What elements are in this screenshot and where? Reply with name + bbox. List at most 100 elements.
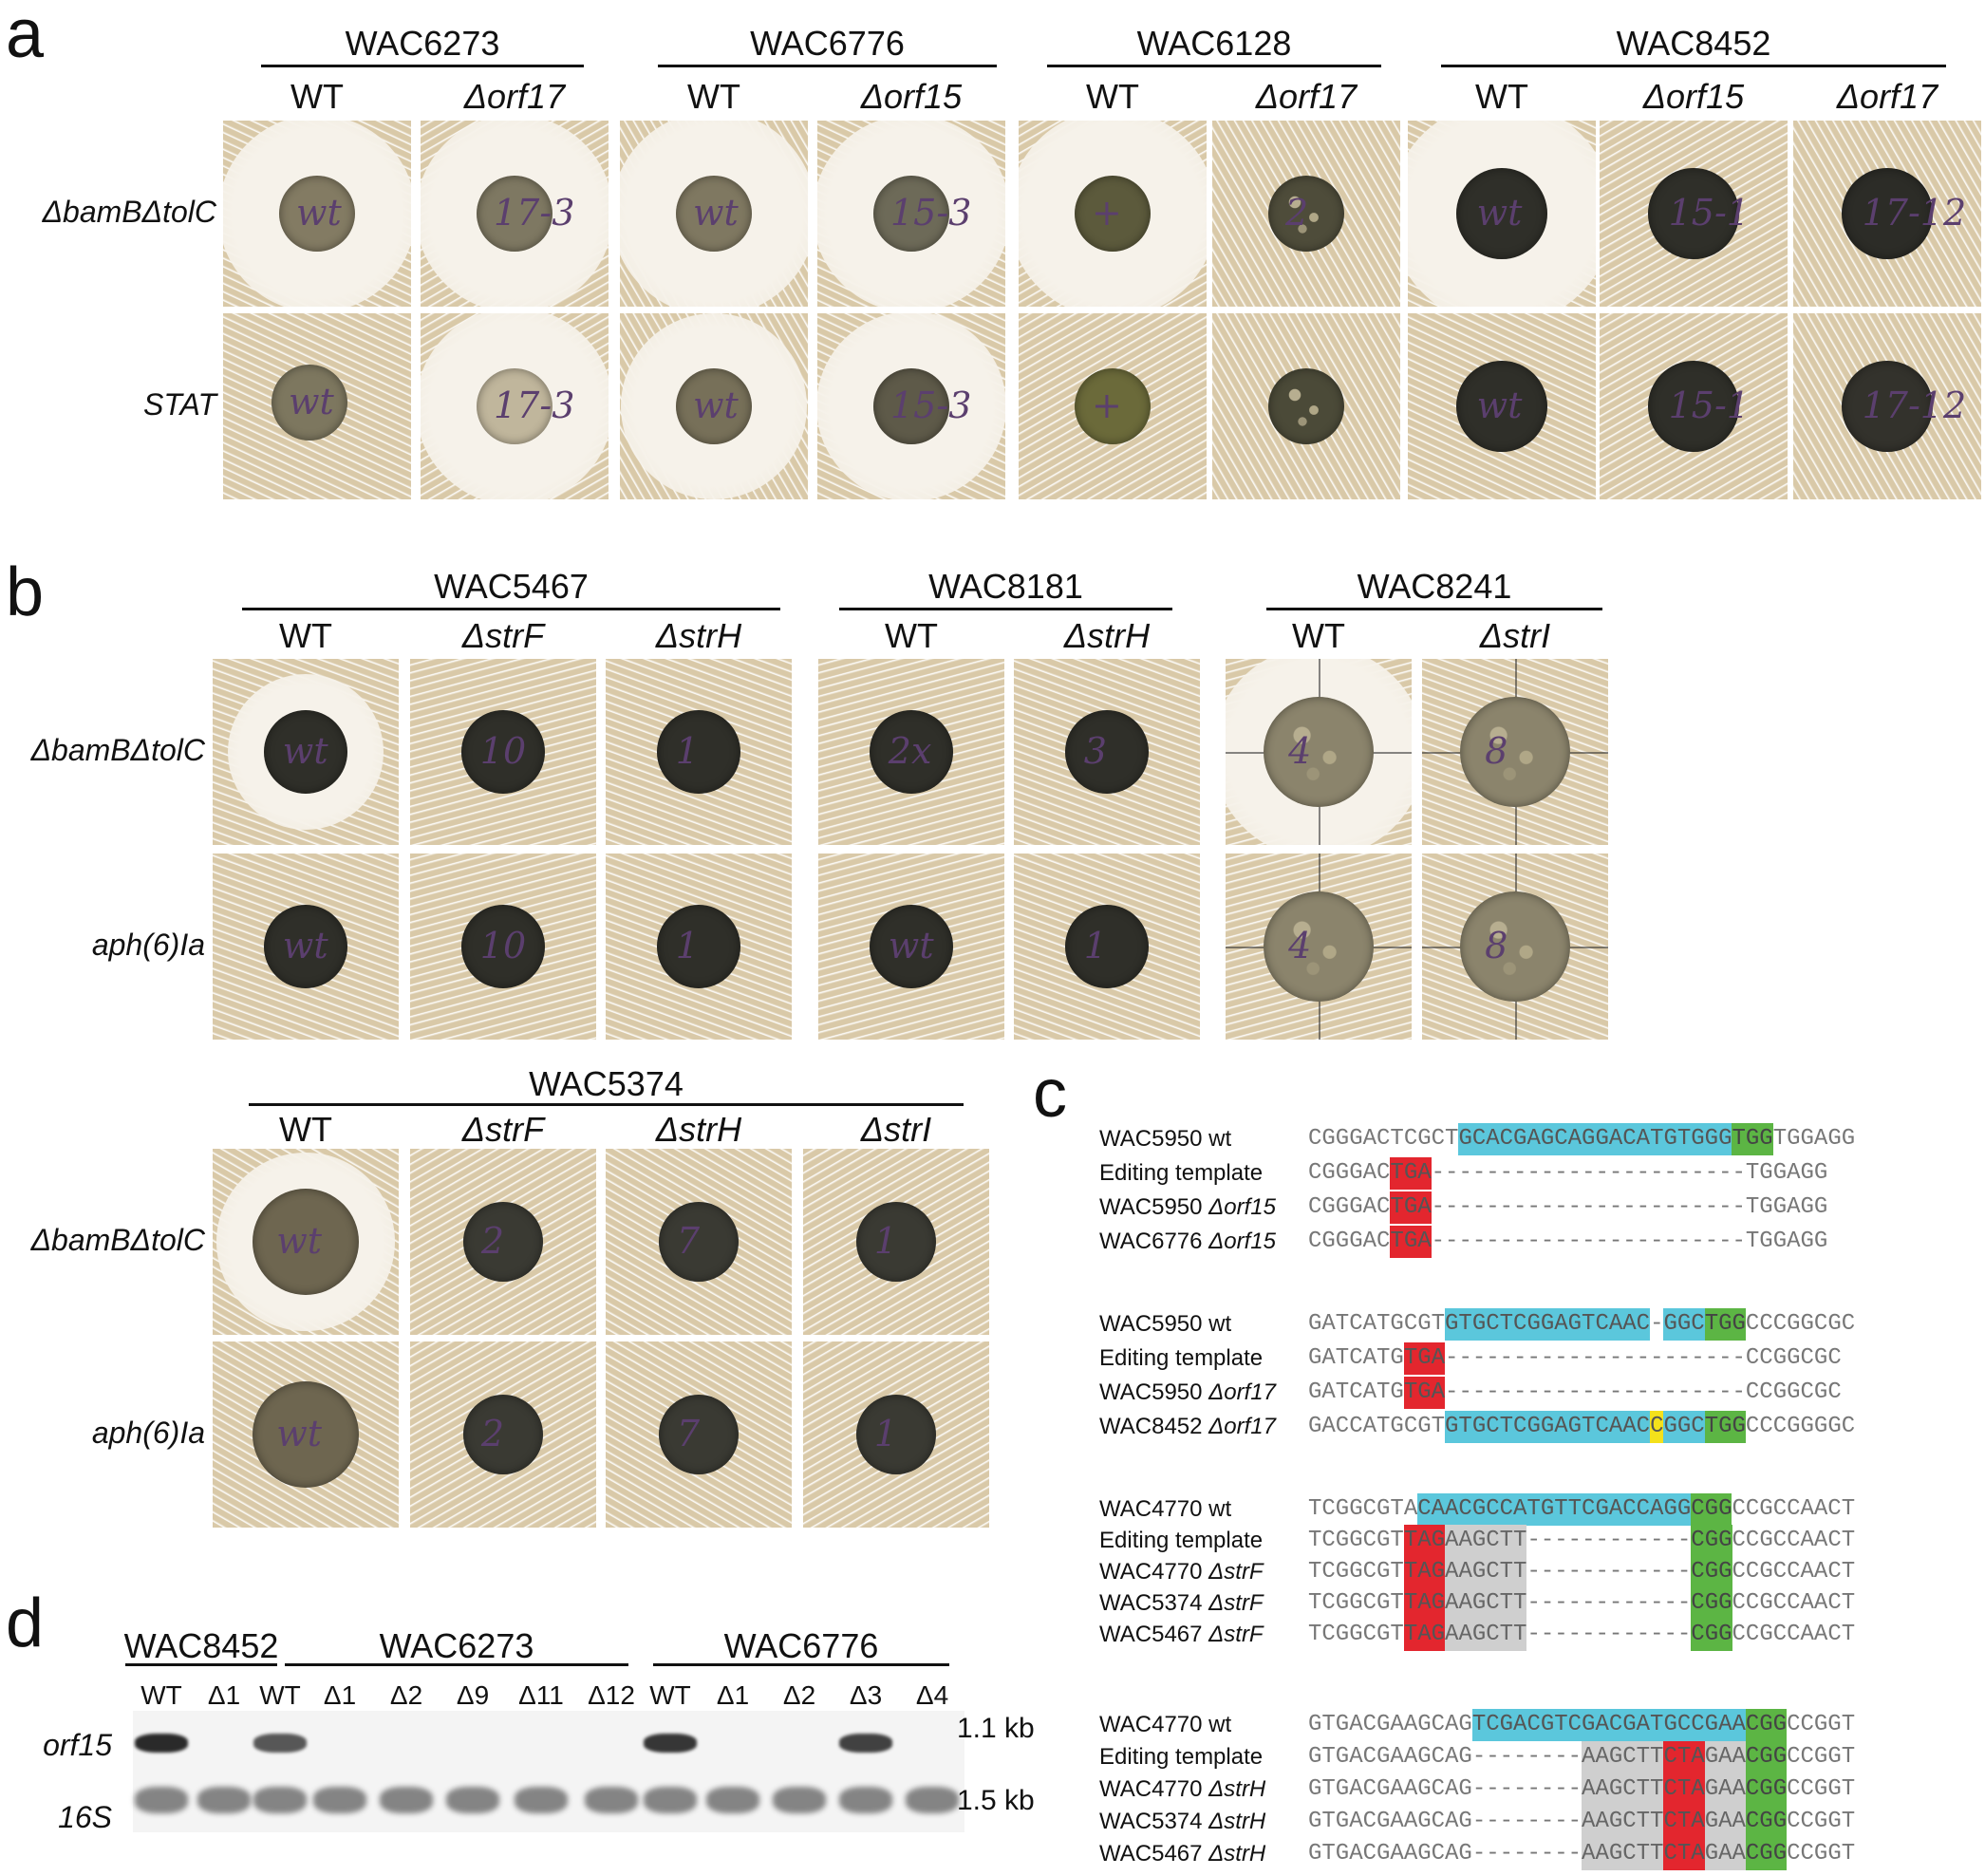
seq-label-name: Editing template — [1099, 1528, 1264, 1553]
seq-highlight-grey: GAA — [1704, 1806, 1746, 1838]
seq-highlight-cyan: GGC — [1663, 1308, 1705, 1341]
seq-highlight-green: CGG — [1745, 1709, 1788, 1741]
panel-c-block-1-seq-2: GATCATGTGA----------------------CCGGCGC — [1308, 1377, 1842, 1409]
panel-c-block-2-label-4: WAC5467 ΔstrF — [1099, 1623, 1264, 1646]
panel-b-plate-r1-c6: 8 — [1422, 854, 1608, 1040]
seq-label-name: WAC5950 — [1099, 1194, 1203, 1220]
panel-d-row-1: 16S — [58, 1800, 112, 1834]
seq-segment: CCGGT — [1787, 1744, 1856, 1770]
panel-b-plate-r1-c2-disc — [657, 905, 740, 988]
seq-segment: CCGGCGC — [1745, 1379, 1842, 1405]
panel-b-bottom-plate-r1-c0-disc — [253, 1381, 359, 1488]
seq-label-genotype: Δorf15 — [1208, 1194, 1276, 1220]
panel-d-strain-1: WAC6273 — [379, 1626, 534, 1665]
panel-b-bottom-strain-line — [249, 1103, 964, 1106]
seq-highlight-grey: AAGCTT — [1445, 1556, 1527, 1588]
seq-label-genotype: ΔstrF — [1208, 1622, 1264, 1647]
panel-b-bottom-plate-r1-c2-disc-label: 7 — [676, 1413, 701, 1454]
panel-b-strain-line-2 — [1266, 608, 1602, 610]
panel-b-bottom-plate-r1-c1: 2 — [410, 1341, 596, 1528]
panel-b-bottom-plate-r1-c3-disc — [856, 1395, 936, 1474]
panel-a-plate-r1-c1: 17-3 — [421, 313, 609, 499]
seq-segment: GTGACGAAGCAG — [1308, 1712, 1472, 1737]
panel-d-strain-line-1 — [285, 1663, 628, 1666]
panel-b-plate-r1-c5-disc-label: 4 — [1288, 925, 1312, 966]
panel-a-plate-r0-c4-disc-label: + — [1092, 192, 1122, 234]
panel-b-plate-r1-c4-disc — [1065, 905, 1149, 988]
panel-a-plate-r0-c1-disc-label: 17-3 — [494, 192, 575, 234]
panel-a-plate-r1-c8: 17-12 — [1793, 313, 1981, 499]
panel-a-plate-r1-c0: wt — [223, 313, 411, 499]
panel-b-bottom-strain: WAC5374 — [529, 1064, 684, 1103]
panel-a-strain-2: WAC6128 — [1136, 24, 1292, 63]
panel-d-lane-10: Δ2 — [782, 1680, 816, 1710]
panel-a-column-3: Δorf15 — [860, 77, 963, 116]
panel-b-column-6: ΔstrI — [1479, 616, 1551, 655]
panel-b-plate-r0-c0-disc — [264, 710, 347, 794]
seq-label-name: Editing template — [1099, 1160, 1264, 1186]
panel-b-column-4: ΔstrH — [1063, 616, 1151, 655]
panel-a-plate-r1-c7-disc — [1648, 361, 1739, 452]
seq-segment: CGGGAC — [1308, 1194, 1391, 1220]
panel-b-bottom-column-3: ΔstrI — [860, 1110, 932, 1149]
panel-c-block-0-label-0: WAC5950 wt — [1099, 1128, 1231, 1151]
panel-a-plate-r0-c3: 15-3 — [817, 121, 1005, 307]
panel-a-plate-r0-c8-disc-label: 17-12 — [1862, 192, 1967, 234]
seq-segment: ---------------------- — [1445, 1345, 1746, 1371]
panel-d-16s-band-8 — [644, 1787, 697, 1813]
panel-c-block-2-seq-4: TCGGCGTTAGAAGCTT------------CGGCCGCCAACT — [1308, 1619, 1855, 1651]
panel-a-column-5: Δorf17 — [1255, 77, 1358, 116]
panel-a-plate-r0-c2: wt — [620, 121, 808, 307]
panel-b-plate-r0-c5: 4 — [1226, 659, 1412, 845]
panel-b-bottom-plate-r0-c0-disc-label: wt — [276, 1220, 322, 1262]
panel-c-block-3-label-1: Editing template — [1099, 1746, 1263, 1769]
panel-a-plate-r1-c3-disc-label: 15-3 — [890, 385, 972, 426]
panel-c-block-1-label-3: WAC8452 Δorf17 — [1099, 1416, 1276, 1438]
panel-c-block-0-seq-2: CGGGACTGA-----------------------TGGAGG — [1308, 1191, 1827, 1224]
seq-label-name: WAC5950 — [1099, 1379, 1203, 1405]
panel-c-block-3-seq-2: GTGACGAAGCAG--------AAGCTTCTAGAACGGCCGGT — [1308, 1773, 1855, 1806]
seq-highlight-grey: AAGCTT — [1445, 1587, 1527, 1620]
seq-highlight-grey: AAGCTT — [1582, 1773, 1664, 1806]
panel-d-16s-band-0 — [135, 1787, 188, 1813]
panel-b-plate-r0-c6-disc — [1460, 697, 1570, 807]
panel-a-plate-r0-c0-disc-label: wt — [296, 192, 342, 234]
panel-a-strain-0: WAC6273 — [345, 24, 500, 63]
panel-b-plate-r0-c6-disc-label: 8 — [1485, 730, 1508, 772]
panel-d-lane-6: Δ11 — [518, 1680, 564, 1710]
seq-label-genotype: Δorf17 — [1208, 1414, 1276, 1439]
seq-highlight-red: TAG — [1403, 1525, 1446, 1557]
panel-b-strain-line-1 — [839, 608, 1172, 610]
seq-segment: GATCATGCGT — [1308, 1311, 1446, 1337]
panel-b-column-3: WT — [885, 616, 938, 655]
seq-highlight-green: TGG — [1704, 1411, 1746, 1443]
panel-a-strain-line-2 — [1047, 65, 1381, 67]
panel-b-bottom-plate-r1-c3-disc-label: 1 — [873, 1413, 898, 1454]
panel-a-plate-r1-c6-disc-label: wt — [1476, 385, 1523, 426]
seq-label-genotype: ΔstrH — [1208, 1809, 1266, 1834]
panel-a-column-2: WT — [687, 77, 740, 116]
seq-highlight-green: TGG — [1732, 1123, 1773, 1155]
panel-c-block-2-seq-3: TCGGCGTTAGAAGCTT------------CGGCCGCCAACT — [1308, 1587, 1855, 1620]
panel-a-plate-r0-c7-disc-label: 15-1 — [1668, 192, 1750, 234]
seq-highlight-cyan: GGC — [1663, 1411, 1705, 1443]
panel-b-plate-r0-c0: wt — [213, 659, 399, 845]
panel-a-column-7: Δorf15 — [1642, 77, 1745, 116]
panel-a-plate-r0-c2-disc-label: wt — [693, 192, 739, 234]
panel-b-plate-r0-c2-disc-label: 1 — [675, 730, 699, 772]
panel-c-block-0-seq-3: CGGGACTGA-----------------------TGGAGG — [1308, 1226, 1827, 1258]
seq-highlight-red: TGA — [1403, 1377, 1446, 1409]
panel-a-plate-r1-c7: 15-1 — [1600, 313, 1788, 499]
seq-segment: GACCATGCGT — [1308, 1414, 1446, 1439]
seq-segment: CCGGT — [1787, 1776, 1856, 1802]
panel-a-row-1: STAT — [142, 387, 216, 422]
seq-label-genotype: wt — [1208, 1126, 1232, 1152]
panel-a-column-0: WT — [290, 77, 344, 116]
seq-segment: TGGAGG — [1745, 1229, 1828, 1254]
panel-a-plate-r1-c2: wt — [620, 313, 808, 499]
seq-segment: - — [1650, 1311, 1664, 1337]
seq-segment: TCGGCGTA — [1308, 1496, 1418, 1522]
panel-c-block-1-label-1: Editing template — [1099, 1347, 1263, 1370]
seq-segment: GATCATG — [1308, 1345, 1404, 1371]
seq-segment: CCGCCAACT — [1732, 1559, 1856, 1585]
